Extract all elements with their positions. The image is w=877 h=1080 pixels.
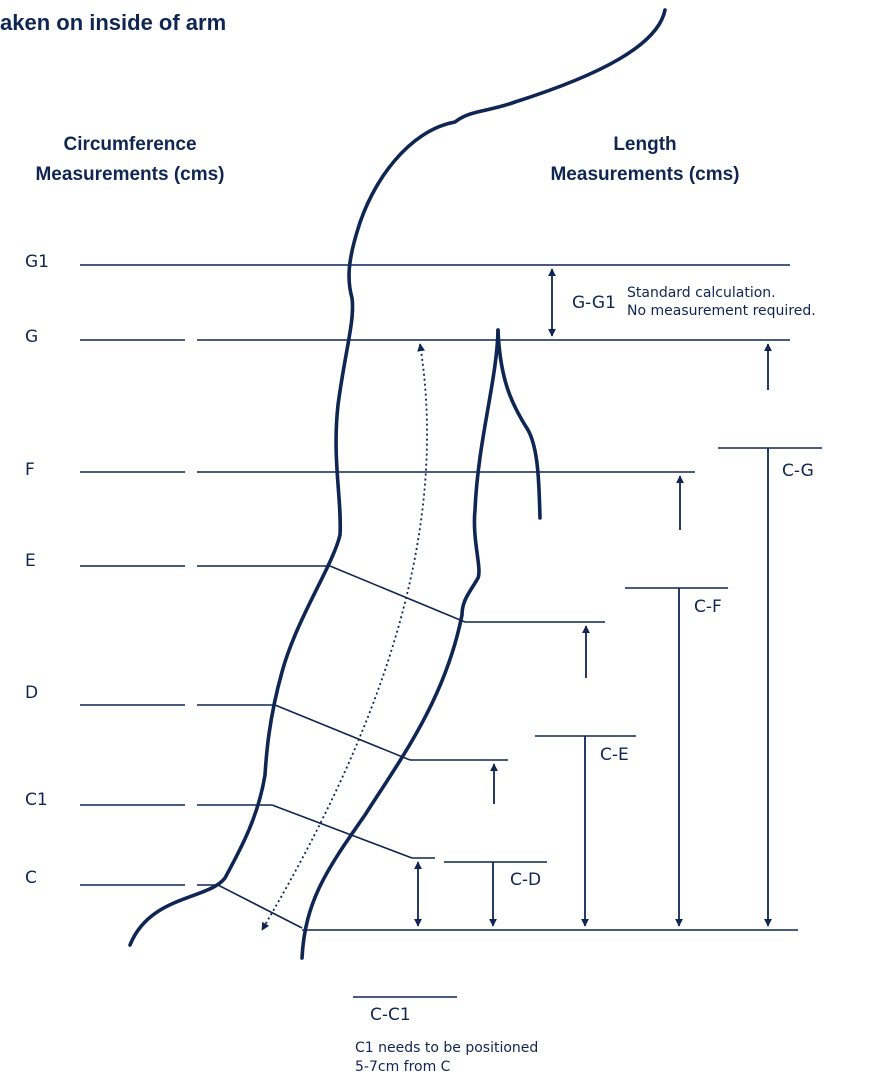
c-d-label: C-D bbox=[510, 870, 541, 890]
level-line-c-slant bbox=[217, 884, 303, 929]
diagram-title: aken on inside of arm bbox=[0, 10, 226, 35]
c-e-label: C-E bbox=[600, 745, 629, 765]
c-f-label: C-F bbox=[694, 597, 722, 617]
length-heading-line2: Measurements (cms) bbox=[550, 164, 739, 185]
length-heading-line1: Length bbox=[613, 134, 676, 155]
level-label-c: C bbox=[25, 868, 37, 888]
level-line-e-slant bbox=[329, 565, 466, 623]
level-label-f: F bbox=[25, 460, 35, 480]
level-label-g1: G1 bbox=[25, 252, 49, 272]
c-g-label: C-G bbox=[782, 461, 814, 481]
level-label-e: E bbox=[25, 551, 36, 571]
standard-calculation-note-line1: Standard calculation. bbox=[627, 285, 776, 301]
level-label-d: D bbox=[25, 683, 38, 703]
level-label-g: G bbox=[25, 327, 38, 347]
circumference-heading-line1: Circumference bbox=[63, 134, 196, 155]
g-g1-label: G-G1 bbox=[572, 293, 616, 313]
c1-position-note-line1: C1 needs to be positioned bbox=[355, 1040, 538, 1056]
c1-position-note-line2: 5-7cm from C bbox=[355, 1059, 451, 1075]
arm-outline-inner bbox=[300, 328, 500, 960]
c-c1-label: C-C1 bbox=[370, 1005, 411, 1025]
level-label-c1: C1 bbox=[25, 790, 48, 810]
arm-elbow-crease bbox=[496, 328, 542, 520]
dotted-arm-length-arrow bbox=[261, 343, 428, 931]
circumference-heading-line2: Measurements (cms) bbox=[35, 164, 224, 185]
level-line-d-slant bbox=[274, 704, 411, 761]
standard-calculation-note-line2: No measurement required. bbox=[627, 303, 816, 319]
